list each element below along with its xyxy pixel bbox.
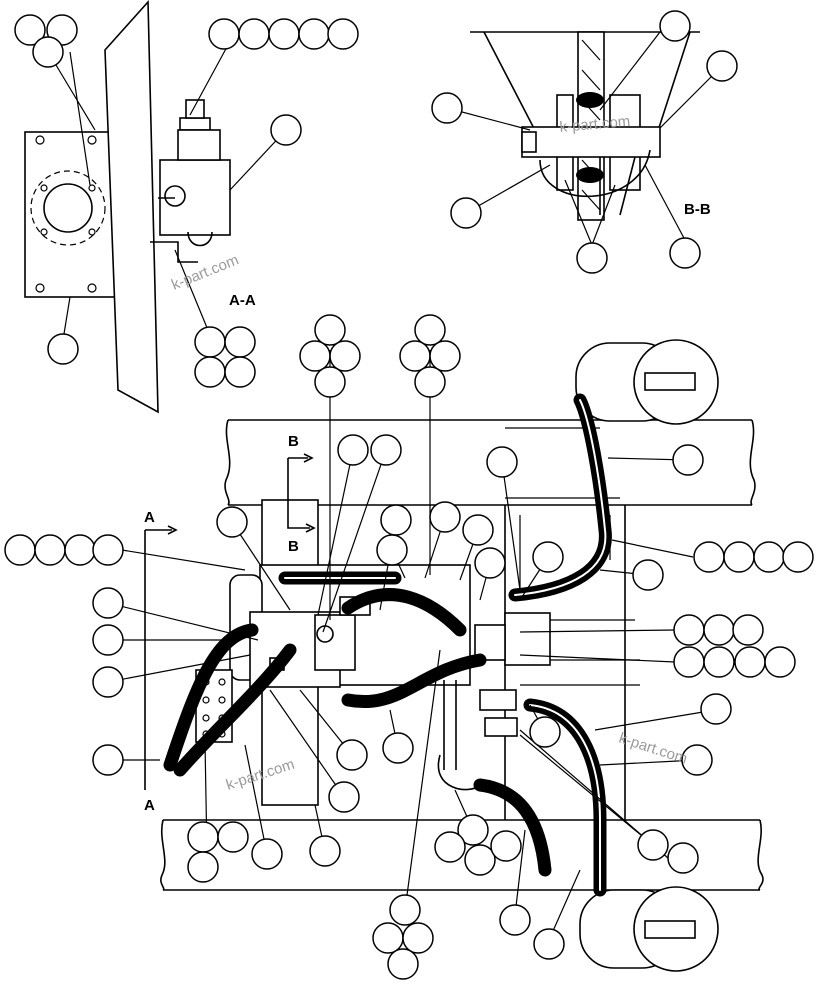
main-assembly-view: A A B B <box>144 339 764 972</box>
callout-balloons <box>4 10 814 980</box>
bolt <box>521 126 661 158</box>
seal <box>576 92 604 108</box>
hose-bottom <box>473 778 552 877</box>
watermark-top-right: k-part.com <box>559 113 631 136</box>
frame-plate <box>104 0 159 414</box>
cut-line-b <box>287 458 310 529</box>
label-arrow-a-bottom: A <box>144 797 155 814</box>
hose-left-1 <box>163 623 259 772</box>
cut-line-a <box>144 529 172 790</box>
section-view-aa: A-A <box>24 0 256 414</box>
hose-mid <box>341 588 467 637</box>
section-view-bb: B-B <box>470 31 711 221</box>
bolt-circle <box>30 170 106 246</box>
label-section-aa: A-A <box>229 292 256 309</box>
bore-opening <box>43 183 93 233</box>
watermark-top-left: k-part.com <box>169 251 241 293</box>
label-arrow-b-top: B <box>288 433 299 450</box>
label-arrow-a-top: A <box>144 509 155 526</box>
label-section-bb: B-B <box>684 201 711 218</box>
hose-left-2 <box>173 643 297 777</box>
label-arrow-b-bottom: B <box>288 538 299 555</box>
fitting-block <box>504 612 551 666</box>
hose-lower <box>341 653 487 708</box>
